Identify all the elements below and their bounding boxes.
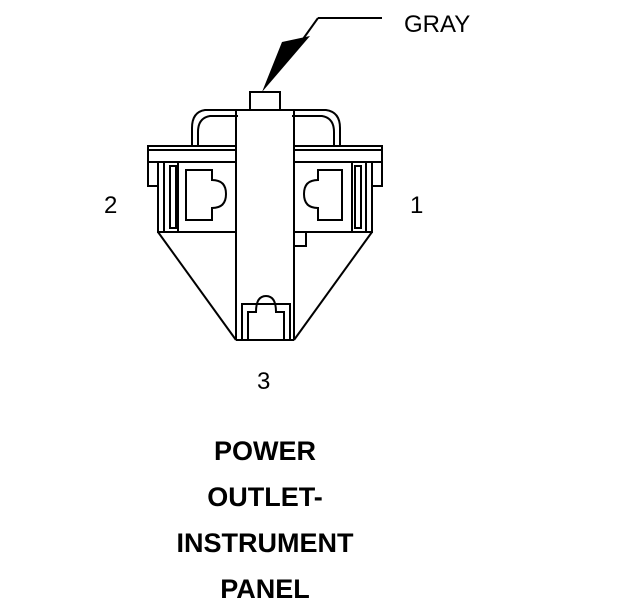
connector-caption: POWER OUTLET- INSTRUMENT PANEL [150, 428, 380, 612]
pin-3-label: 3 [257, 368, 271, 395]
pin-1-label: 1 [410, 192, 424, 219]
leader-arrow [262, 17, 382, 92]
connector-body [147, 91, 383, 341]
caption-line: PANEL [220, 574, 310, 604]
pin-2-label: 2 [104, 192, 118, 219]
wire-color-label: GRAY [404, 11, 471, 38]
caption-line: INSTRUMENT [176, 528, 354, 558]
caption-line: OUTLET- [207, 482, 323, 512]
caption-line: POWER [213, 436, 316, 466]
